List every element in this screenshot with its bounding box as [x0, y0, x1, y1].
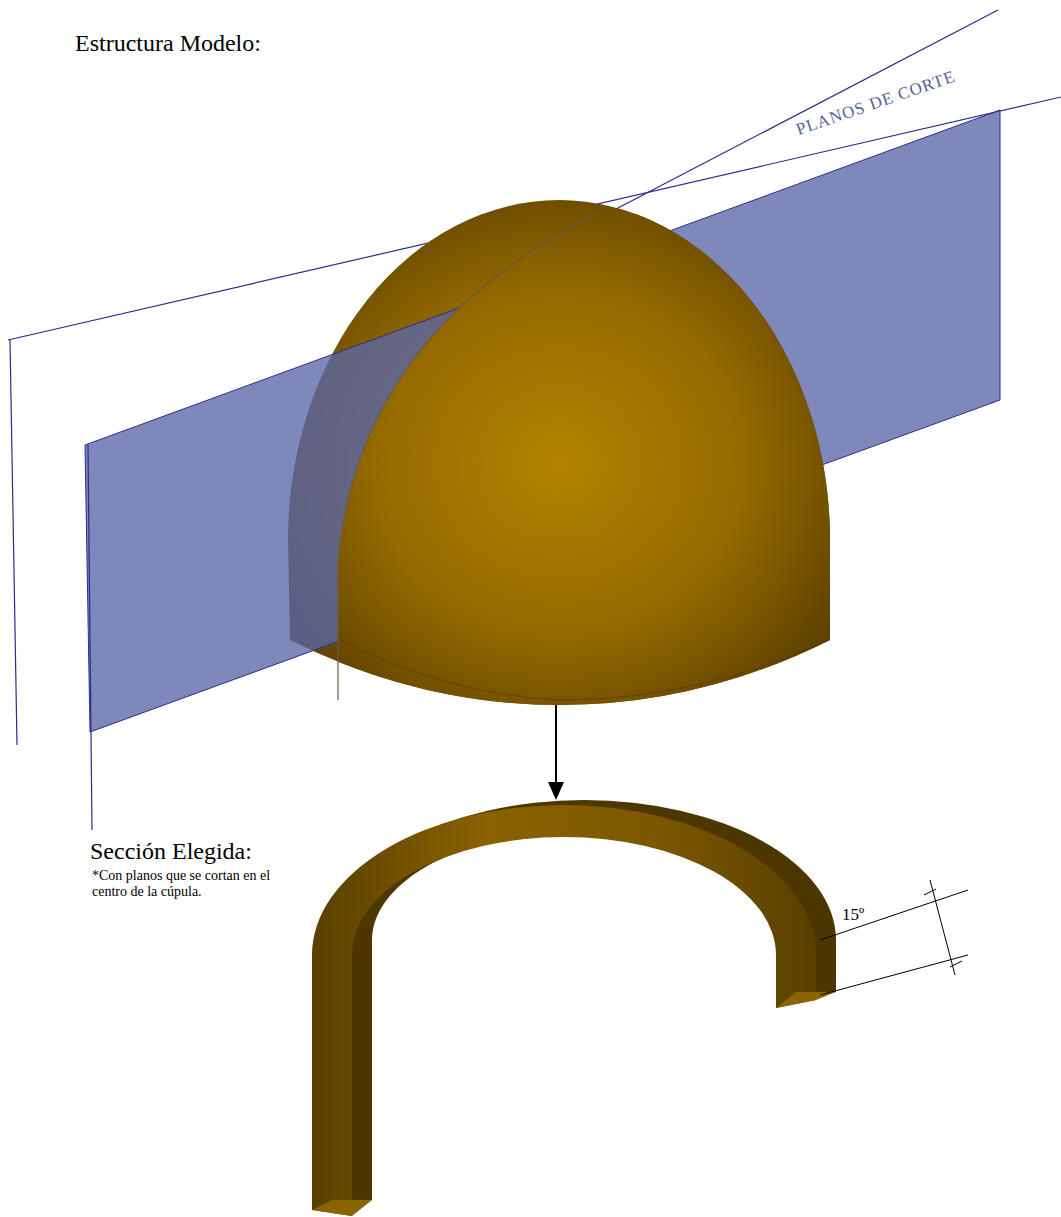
plane-edge — [88, 445, 92, 830]
dimension-tick — [950, 961, 962, 967]
arch-end-face — [312, 1200, 372, 1216]
arrow-line — [555, 705, 557, 784]
cut-edge — [338, 212, 600, 700]
section-label: Sección Elegida: — [90, 838, 252, 866]
arch-end-face — [776, 992, 836, 1008]
dome-base — [340, 640, 828, 700]
angle-dimension: 15º — [842, 905, 864, 925]
section-note: *Con planos que se cortan en el centro d… — [92, 868, 282, 900]
dimension-arc — [930, 880, 955, 975]
cutting-plane — [85, 110, 1000, 732]
dimension-line — [820, 890, 968, 940]
arch-section — [312, 805, 816, 1216]
dome-front — [288, 200, 830, 705]
dimension-line — [820, 955, 968, 995]
plane-edge — [10, 340, 17, 745]
diagram-title: Estructura Modelo: — [75, 30, 261, 58]
arrow-head — [548, 782, 564, 800]
dimension-tick — [924, 889, 936, 895]
